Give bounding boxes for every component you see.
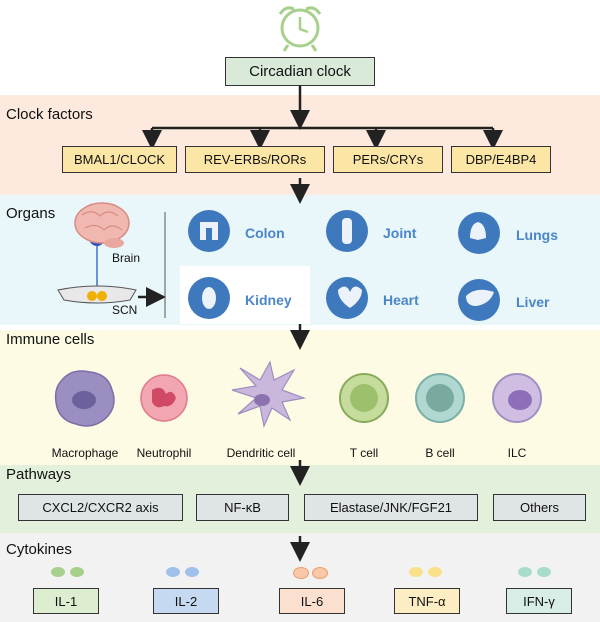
cytokine-dot [70, 567, 84, 577]
immune-cells-title: Immune cells [6, 331, 95, 348]
cytokine-dot [409, 567, 423, 577]
cell-label-macrophage: Macrophage [51, 446, 119, 460]
pathway-box: Elastase/JNK/FGF21 [304, 494, 478, 521]
cytokine-box-il6: IL-6 [279, 588, 345, 614]
cytokine-box-tnf: TNF-α [394, 588, 460, 614]
cytokine-box-il2: IL-2 [153, 588, 219, 614]
organ-label-colon: Colon [245, 225, 285, 241]
cytokine-dot [166, 567, 180, 577]
circadian-clock-box: Circadian clock [225, 57, 375, 86]
brain-label: Brain [112, 251, 141, 265]
pathway-box: Others [493, 494, 586, 521]
colon-icon [188, 210, 230, 252]
pathways-title: Pathways [6, 466, 72, 483]
cell-label-neutrophil: Neutrophil [136, 446, 192, 460]
organ-label-heart: Heart [383, 292, 419, 308]
b-cell-icon [415, 373, 465, 423]
cell-label-b-cell: B cell [425, 446, 455, 460]
cytokine-box-ifn: IFN-γ [506, 588, 572, 614]
ilc-icon [492, 373, 542, 423]
cell-label-t-cell: T cell [349, 446, 379, 460]
cytokine-dot [293, 567, 309, 579]
clock-factor-box: DBP/E4BP4 [451, 146, 551, 173]
organ-label-joint: Joint [383, 225, 417, 241]
cell-label-dendritic-cell: Dendritic cell [226, 446, 296, 460]
macrophage-icon [54, 370, 115, 427]
pathway-box: CXCL2/CXCR2 axis [18, 494, 183, 521]
dendritic-cell-icon [231, 360, 307, 428]
clock-factors-title: Clock factors [6, 106, 93, 123]
cytokine-dot [537, 567, 551, 577]
neutrophil-icon [140, 374, 188, 422]
organ-label-kidney: Kidney [245, 292, 292, 308]
scn-label: SCN [112, 303, 138, 317]
clock-factor-box: BMAL1/CLOCK [62, 146, 177, 173]
cytokine-box-il1: IL-1 [33, 588, 99, 614]
pathway-box: NF-κB [196, 494, 289, 521]
organs-title: Organs [6, 205, 56, 222]
clock-factor-box: PERs/CRYs [333, 146, 443, 173]
cell-label-ilc: ILC [507, 446, 527, 460]
cytokine-dot [518, 567, 532, 577]
cytokines-title: Cytokines [6, 541, 72, 558]
organ-label-liver: Liver [516, 294, 550, 310]
clock-factor-box: REV-ERBs/RORs [185, 146, 325, 173]
cytokine-dot [51, 567, 65, 577]
t-cell-icon [339, 373, 389, 423]
cytokine-dot [312, 567, 328, 579]
cytokine-dot [428, 567, 442, 577]
cytokine-dot [185, 567, 199, 577]
organ-label-lungs: Lungs [516, 227, 558, 243]
